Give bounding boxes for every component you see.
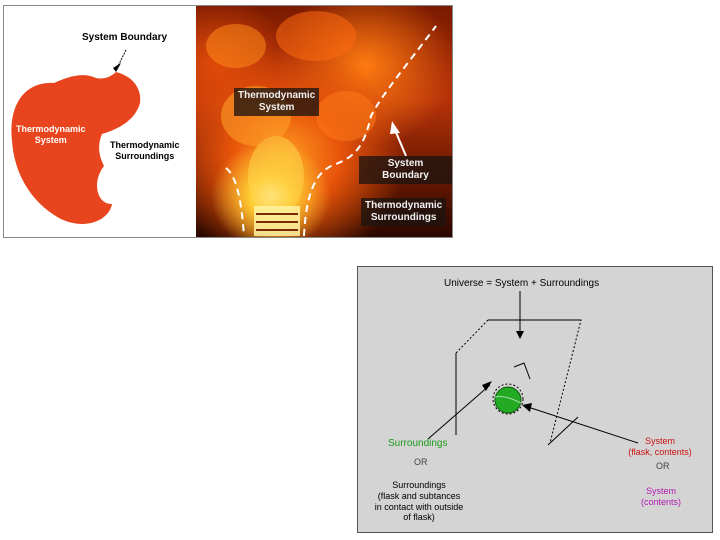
fire-surroundings-label-line2: Surroundings xyxy=(365,212,442,224)
system-or: OR xyxy=(656,461,670,472)
boundary-arrow-line xyxy=(395,130,406,156)
universe-diagram-panel: Universe = System + Surroundings Surroun… xyxy=(357,266,713,533)
fire-boundary-label: System Boundary xyxy=(359,156,452,184)
system-diagram-panel: System Boundary Thermodynamic System The… xyxy=(3,5,196,238)
surroundings-alt-line1: Surroundings xyxy=(364,480,474,491)
plane-dotted-edge-left xyxy=(456,320,488,353)
fire-system-label-line2: System xyxy=(238,102,315,114)
system-arrowhead xyxy=(522,403,532,412)
system-alt-label: System (contents) xyxy=(628,486,694,508)
fire-surroundings-label-line1: Thermodynamic xyxy=(365,200,442,212)
surroundings-alt-line3: in contact with outside xyxy=(364,502,474,513)
boundary-pointer-line xyxy=(118,50,126,66)
surroundings-alt-line2: (flask and subtances xyxy=(364,491,474,502)
system-label: System (flask, contents) xyxy=(620,436,700,458)
system-label: Thermodynamic System xyxy=(16,124,86,146)
system-boundary-label: System Boundary xyxy=(82,32,167,44)
fire-surroundings-label: Thermodynamic Surroundings xyxy=(361,198,446,226)
surroundings-label-line2: Surroundings xyxy=(110,151,180,162)
system-label-line2: System xyxy=(16,135,86,146)
fire-system-label: Thermodynamic System xyxy=(234,88,319,116)
system-label-sub: (flask, contents) xyxy=(620,447,700,458)
flask-contents xyxy=(495,387,521,413)
boundary-arrowhead xyxy=(113,63,121,72)
surroundings-arrow-line xyxy=(428,385,490,439)
plane-bottom-edge xyxy=(548,417,578,445)
title-arrowhead xyxy=(516,331,524,339)
system-label-title: System xyxy=(620,436,700,447)
plane-dotted-edge xyxy=(488,320,581,443)
surroundings-label: Surroundings xyxy=(388,438,447,450)
surroundings-alt-line4: of flask) xyxy=(364,512,474,523)
fire-grate xyxy=(254,206,300,236)
surroundings-alt-label: Surroundings (flask and subtances in con… xyxy=(364,480,474,523)
fire-system-label-line1: Thermodynamic xyxy=(238,90,315,102)
boundary-arrowhead-fire xyxy=(390,121,400,134)
system-label-line1: Thermodynamic xyxy=(16,124,86,135)
system-alt-sub: (contents) xyxy=(628,497,694,508)
system-alt-title: System xyxy=(628,486,694,497)
universe-title: Universe = System + Surroundings xyxy=(444,278,599,290)
surroundings-label-line1: Thermodynamic xyxy=(110,140,180,151)
surroundings-or: OR xyxy=(414,457,428,468)
surroundings-arrowhead xyxy=(482,381,492,391)
surroundings-label: Thermodynamic Surroundings xyxy=(110,140,180,162)
fire-photo-panel: Thermodynamic System System Boundary The… xyxy=(196,5,453,238)
